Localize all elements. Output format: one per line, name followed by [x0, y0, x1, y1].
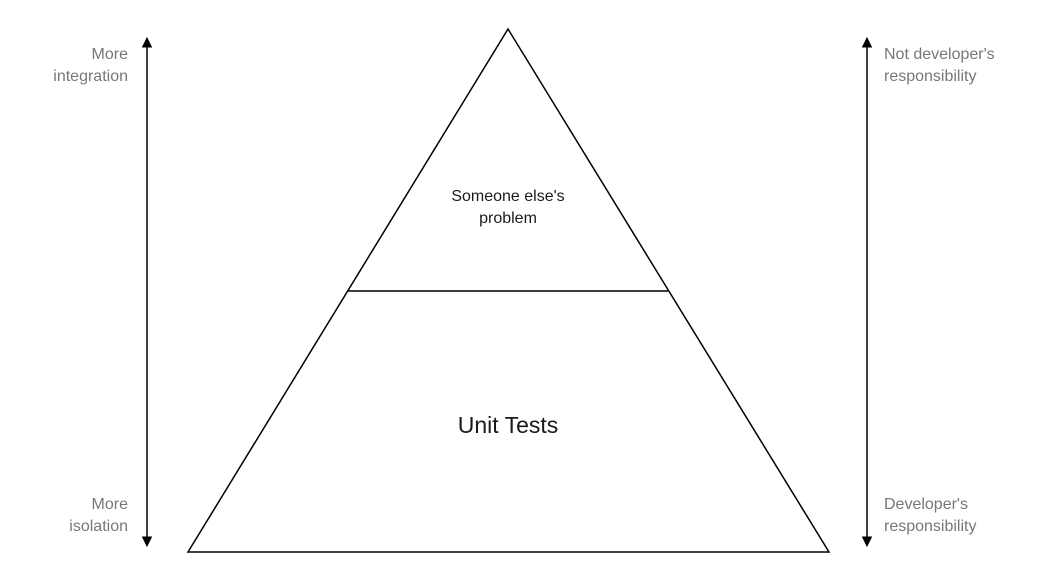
right-top-label: Not developer's responsibility [884, 46, 995, 85]
right-bottom-label: Developer's responsibility [884, 496, 977, 535]
left-bottom-label: More isolation [69, 496, 128, 535]
bottom-tier-label: Unit Tests [457, 412, 559, 438]
left-top-label: More integration [53, 46, 128, 85]
top-tier-label: Someone else's problem [451, 188, 565, 227]
